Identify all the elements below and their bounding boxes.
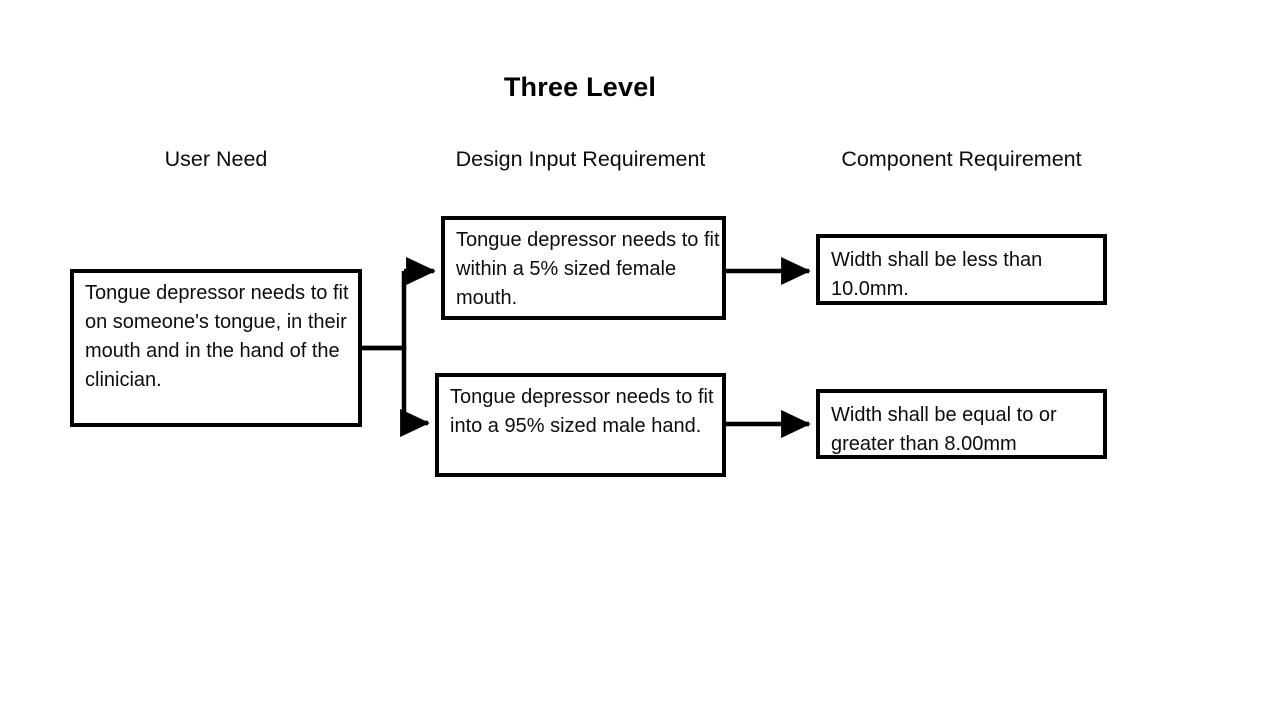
connector-user-need-to-design-input-bottom [362, 345, 430, 437]
node-user-need[interactable]: Tongue depressor needs to fit on someone… [70, 269, 362, 427]
connector-user-need-to-design-input-top [362, 257, 436, 351]
node-design-input-top[interactable]: Tongue depressor needs to fit within a 5… [441, 216, 726, 320]
node-design-input-bottom[interactable]: Tongue depressor needs to fit into a 95%… [435, 373, 726, 477]
column-header-user-need: User Need [164, 147, 268, 171]
node-component-top[interactable]: Width shall be less than 10.0mm. [816, 234, 1107, 305]
column-header-design-input-requirement: Design Input Requirement [455, 147, 706, 171]
column-header-component-requirement: Component Requirement [841, 147, 1082, 171]
node-component-bottom[interactable]: Width shall be equal to or greater than … [816, 389, 1107, 459]
page-title: Three Level [503, 72, 657, 102]
